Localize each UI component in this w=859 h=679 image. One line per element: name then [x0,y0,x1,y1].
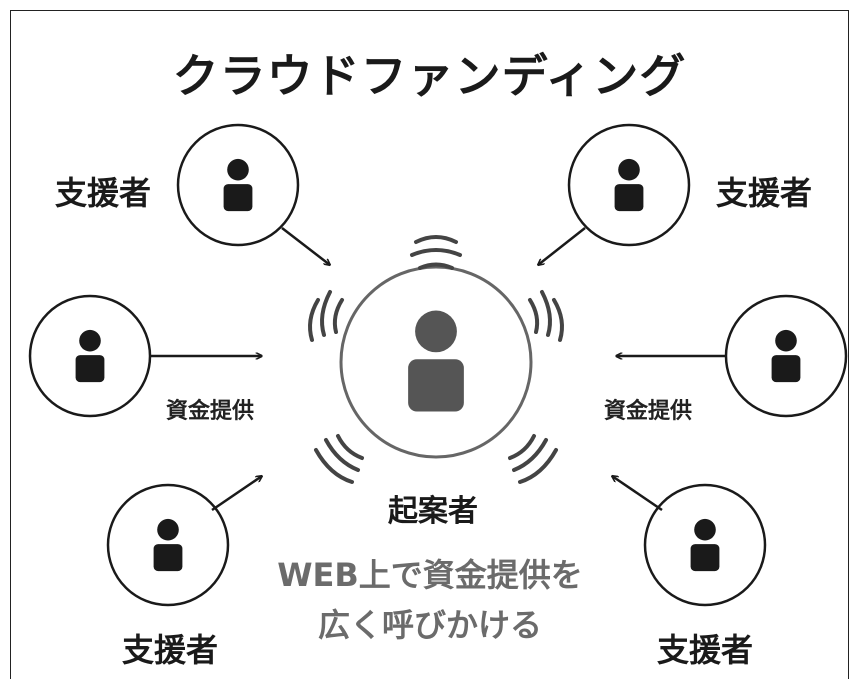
supporter-label-top-left: 支援者 [55,174,152,212]
person-icon [75,329,105,383]
supporter-label-top-right: 支援者 [716,174,813,212]
broadcast-waves-icon [308,235,564,484]
person-icon [223,158,253,212]
person-icon [690,518,720,572]
proposer-label: 起案者 [388,494,478,529]
person-icon [153,518,183,572]
supporter-circle-bottom-right [643,483,767,607]
supporter-label-bottom-left: 支援者 [122,631,219,669]
funding-label-right: 資金提供 [604,399,693,424]
diagram-title: クラウドファンディング [172,49,687,103]
proposer-node [339,265,533,459]
arrow-icon [538,227,586,265]
person-icon [771,329,801,383]
person-icon [614,158,644,212]
supporter-circle-top-right [567,123,691,247]
supporter-circle-bottom-left [106,483,230,607]
frame-border [10,10,849,679]
funding-label-left: 資金提供 [166,399,255,424]
proposer-circle [339,265,533,459]
caption-line-1: WEB上で資金提供を [277,556,583,594]
arrow-icon [211,476,262,512]
supporter-circle-top-left [176,123,300,247]
proposer-person-icon [408,310,464,412]
supporter-label-bottom-right: 支援者 [657,631,754,669]
arrow-icon [612,476,663,512]
arrow-icon [281,227,330,265]
caption-line-2: 広く呼びかける [317,606,542,644]
